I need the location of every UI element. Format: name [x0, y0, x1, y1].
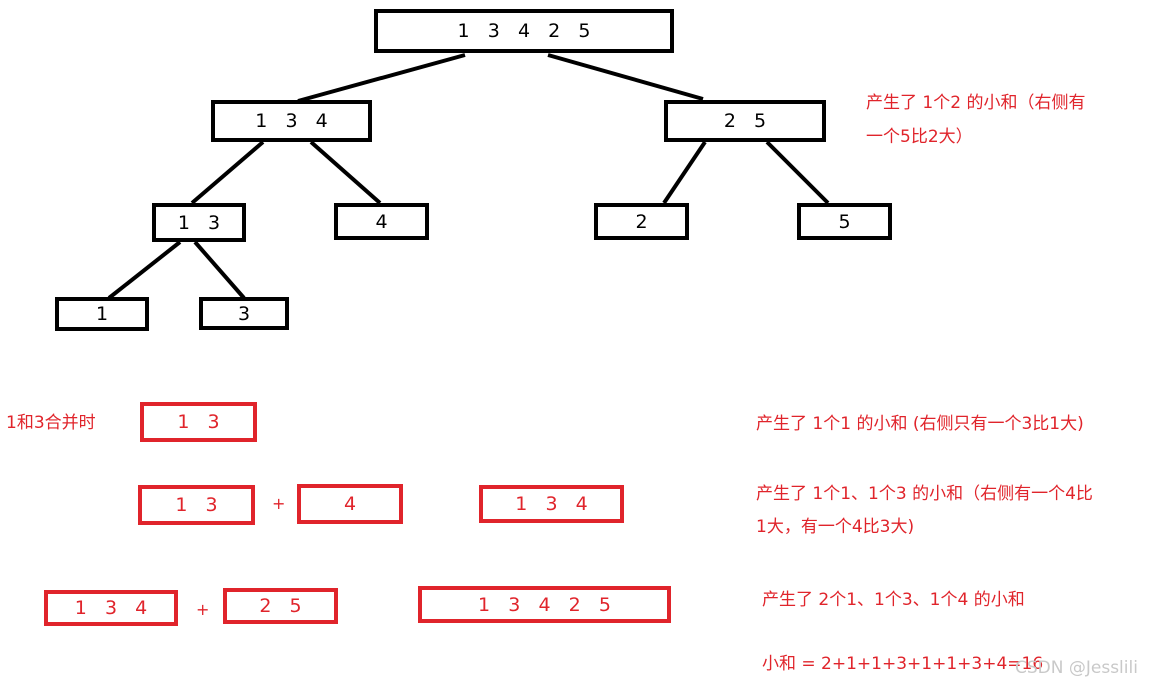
- edge-root-left: [297, 53, 466, 103]
- tree-note-line1: 产生了 1个2 的小和（右侧有: [866, 93, 1086, 113]
- edge-right-rightleft: [662, 140, 707, 205]
- tree-node-right-left: 2: [594, 203, 689, 240]
- small-sum-total: 小和 = 2+1+1+3+1+1+3+4=16: [762, 654, 1044, 674]
- merge-row2-result: 1 3 4: [479, 485, 624, 523]
- tree-node-left-left: 1 3: [152, 203, 246, 242]
- merge-row2-plus: +: [272, 494, 286, 513]
- tree-leaf-3: 3: [199, 297, 289, 330]
- edge-right-rightright: [765, 140, 830, 205]
- edge-root-right: [547, 53, 704, 101]
- merge-row2-note-line2: 1大，有一个4比3大): [756, 517, 915, 537]
- merge-row2-right: 4: [297, 484, 403, 524]
- tree-leaf-1: 1: [55, 297, 149, 331]
- tree-node-left: 1 3 4: [211, 100, 372, 142]
- tree-node-right: 2 5: [664, 100, 826, 142]
- merge-row2-left: 1 3: [138, 485, 255, 525]
- tree-note-line2: 一个5比2大）: [866, 127, 973, 147]
- merge-row1-label: 1和3合并时: [6, 413, 96, 433]
- merge-row3-plus: +: [196, 600, 210, 619]
- edge-left-leftright: [309, 140, 382, 205]
- merge-row3-right: 2 5: [223, 588, 338, 624]
- tree-node-right-right: 5: [797, 203, 892, 240]
- merge-row1-result: 1 3: [140, 402, 257, 442]
- tree-node-left-right: 4: [334, 203, 429, 240]
- edge-leftleft-leaf3: [193, 240, 246, 300]
- edge-leftleft-leaf1: [107, 240, 182, 300]
- merge-row2-note-line1: 产生了 1个1、1个3 的小和（右侧有一个4比: [756, 484, 1093, 504]
- watermark: CSDN @Jesslili: [1015, 658, 1138, 678]
- tree-node-root: 1 3 4 2 5: [374, 9, 674, 53]
- edge-left-leftleft: [190, 140, 265, 205]
- merge-row3-note: 产生了 2个1、1个3、1个4 的小和: [762, 590, 1025, 610]
- merge-row3-result: 1 3 4 2 5: [418, 586, 671, 623]
- merge-row1-note: 产生了 1个1 的小和 (右侧只有一个3比1大): [756, 414, 1084, 434]
- merge-row3-left: 1 3 4: [44, 590, 178, 626]
